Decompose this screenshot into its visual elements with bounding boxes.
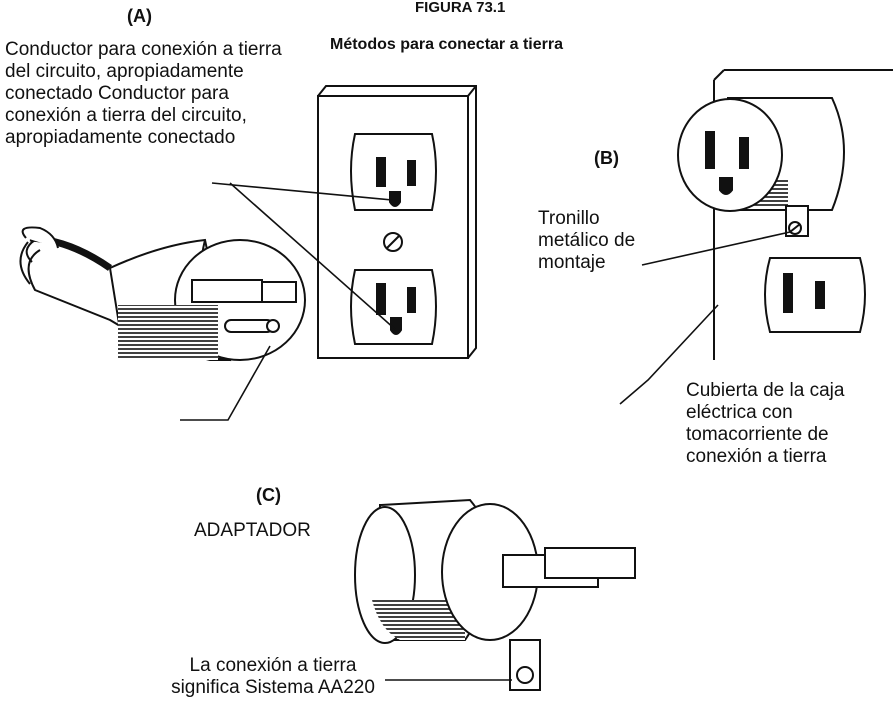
leader-lines-b — [619, 231, 791, 405]
ground-connection-callout: La conexión a tierra significa Sistema A… — [171, 655, 375, 698]
figure-subtitle: Métodos para conectar a tierra — [330, 36, 563, 53]
mounting-screw-callout: Tronillo metálico de montaje — [538, 208, 636, 273]
figure-title: FIGURA 73.1 — [415, 0, 506, 16]
plate-screw-a — [383, 232, 403, 252]
grounding-conductor-callout: Conductor para conexión a tierra del cir… — [5, 39, 282, 148]
panel-label-a: (A) — [127, 6, 152, 26]
receptacle-upper-a — [350, 133, 437, 211]
leader-lines-a — [180, 182, 397, 421]
adapter-b — [677, 97, 845, 237]
panel-label-c: (C) — [256, 485, 281, 505]
box-cover-callout: Cubierta de la caja eléctrica con tomaco… — [686, 380, 845, 467]
plug-a — [19, 226, 306, 362]
receptacle-lower-b — [764, 257, 866, 333]
adapter-c — [354, 498, 636, 691]
wall-plate-a — [317, 85, 477, 359]
adapter-callout: ADAPTADOR — [194, 520, 311, 541]
panel-label-b: (B) — [594, 148, 619, 168]
receptacle-lower-a — [350, 269, 437, 345]
